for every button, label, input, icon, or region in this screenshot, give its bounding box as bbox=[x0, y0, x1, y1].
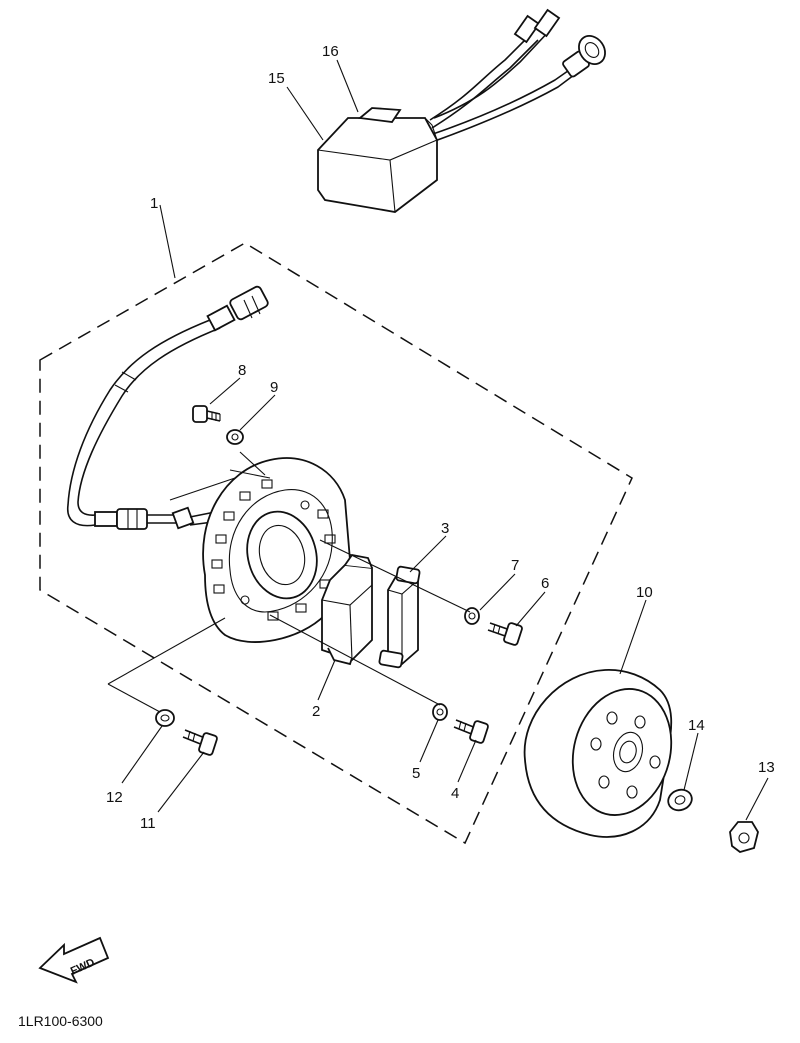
cdi-unit bbox=[317, 8, 606, 213]
washer-9 bbox=[226, 429, 244, 445]
callout-11: 11 bbox=[140, 815, 156, 832]
callout-4: 4 bbox=[451, 785, 459, 802]
callout-15: 15 bbox=[268, 70, 285, 87]
assembly-boundary bbox=[39, 242, 633, 845]
callout-5: 5 bbox=[412, 765, 420, 782]
callout-12: 12 bbox=[106, 789, 123, 806]
stator-base-plate bbox=[202, 457, 351, 643]
screw-4 bbox=[453, 719, 489, 744]
screw-11 bbox=[182, 729, 218, 756]
washer-14 bbox=[667, 788, 693, 812]
callout-16: 16 bbox=[322, 43, 339, 60]
nut-13 bbox=[729, 821, 759, 853]
pulser-coil bbox=[378, 565, 421, 669]
flywheel-rotor bbox=[523, 669, 673, 838]
callout-3: 3 bbox=[441, 520, 449, 537]
washer-5 bbox=[432, 703, 448, 721]
stator-lead-wire bbox=[66, 285, 269, 530]
screw-6 bbox=[487, 622, 523, 646]
callout-7: 7 bbox=[511, 557, 519, 574]
callout-9: 9 bbox=[270, 379, 278, 396]
callout-13: 13 bbox=[758, 759, 775, 776]
leader-lines bbox=[107, 59, 769, 821]
callout-1: 1 bbox=[150, 195, 158, 212]
washer-12 bbox=[155, 709, 175, 727]
callout-14: 14 bbox=[688, 717, 705, 734]
callout-8: 8 bbox=[238, 362, 246, 379]
source-coil bbox=[321, 554, 373, 666]
washer-7 bbox=[464, 607, 480, 625]
callout-2: 2 bbox=[312, 703, 320, 720]
callout-10: 10 bbox=[636, 584, 653, 601]
diagram-code: 1LR100-6300 bbox=[18, 1013, 103, 1029]
callout-6: 6 bbox=[541, 575, 549, 592]
screw-8 bbox=[192, 405, 221, 423]
forward-direction-arrow-icon: FWD bbox=[38, 936, 110, 984]
